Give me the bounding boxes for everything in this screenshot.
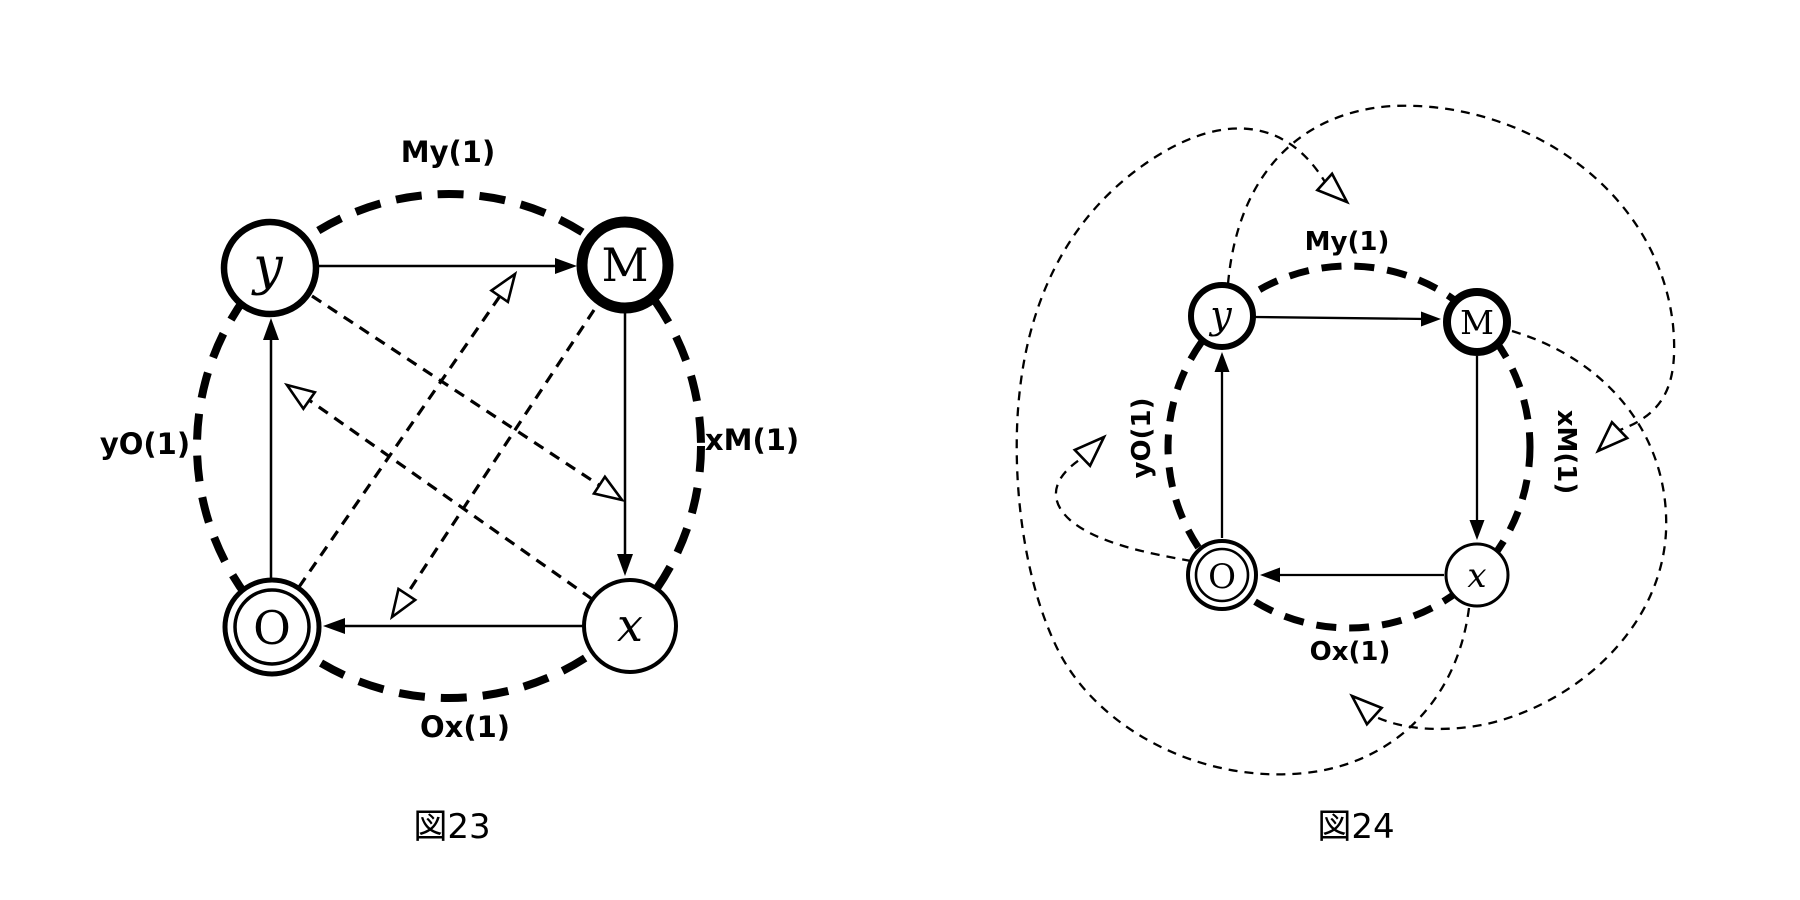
fig24-solid-arrows — [1220, 315, 1479, 577]
fig24-node-M-label: M — [1460, 303, 1494, 342]
fig24-filled-arrowheads — [1214, 311, 1485, 583]
fig24-nodes: y M O x — [1186, 282, 1511, 611]
filled-arrowhead-icon — [555, 258, 577, 274]
open-arrowhead-icon — [591, 474, 626, 503]
filled-arrowhead-icon — [1421, 311, 1441, 327]
fig23-nodes: y M O x — [220, 216, 678, 677]
fig23-label-xM1: xM(1) — [705, 423, 799, 457]
fig24-loop-M-to-O — [1373, 329, 1668, 731]
fig24-node-x-label: x — [1467, 556, 1486, 596]
fig23-dashed-arrow-y-to-x — [311, 294, 600, 487]
fig24: y M O x My(1) Ox(1) yO(1) xM(1) 図24 — [1015, 104, 1676, 847]
fig24-label-Ox1: Ox(1) — [1310, 637, 1391, 667]
open-arrowhead-icon — [489, 270, 518, 305]
open-arrowhead-icon — [283, 382, 317, 411]
fig24-loop-O-to-y — [1054, 457, 1192, 563]
fig23-node-y — [220, 218, 320, 318]
filled-arrowhead-icon — [617, 554, 633, 576]
fig24-node-O-inner — [1194, 547, 1250, 603]
fig23-node-M-label: M — [601, 238, 648, 292]
fig23-node-M — [576, 216, 674, 314]
fig24-label-yO1: yO(1) — [1127, 398, 1157, 479]
fig23-label-My1: My(1) — [401, 135, 495, 169]
filled-arrowhead-icon — [1214, 352, 1230, 372]
open-arrowhead-icon — [1315, 171, 1350, 205]
fig23-dashed-arrow-x-to-y — [308, 398, 593, 601]
fig24-caption: 図24 — [1317, 807, 1394, 847]
open-arrowhead-icon — [1595, 420, 1630, 454]
fig24-solid-arrow-y-to-M — [1254, 315, 1427, 321]
fig24-loop-x-to-M — [1015, 127, 1471, 776]
fig24-node-x — [1444, 542, 1510, 608]
filled-arrowhead-icon — [263, 318, 279, 340]
fig23-solid-arrows — [269, 264, 627, 628]
fig24-node-y-label: y — [1208, 293, 1232, 337]
fig24-node-O-label: O — [1208, 557, 1236, 597]
fig23-dashed-arrow-O-to-M — [297, 295, 502, 588]
fig23-node-x — [582, 578, 678, 674]
fig24-loop-y-to-x — [1226, 104, 1676, 432]
fig23-dashed-arrow-M-to-O — [405, 309, 596, 595]
fig24-node-M — [1443, 288, 1511, 356]
fig23-node-x-label: x — [617, 598, 643, 652]
filled-arrowhead-icon — [1469, 520, 1485, 540]
fig24-outer-loops — [1015, 104, 1676, 776]
fig24-label-My1: My(1) — [1305, 227, 1390, 257]
fig23-cycle-circle — [193, 190, 705, 702]
fig23-dashed-arrows — [297, 294, 600, 601]
fig23-node-y-label: y — [251, 237, 283, 297]
fig24-cycle-circle — [1164, 262, 1534, 632]
fig23-open-arrowheads — [283, 270, 626, 621]
fig23-caption: 図23 — [413, 807, 490, 847]
fig24-label-xM1: xM(1) — [1551, 410, 1581, 495]
fig23-label-yO1: yO(1) — [100, 427, 190, 461]
open-arrowhead-icon — [1072, 434, 1107, 468]
fig24-open-arrowheads — [1072, 171, 1630, 727]
fig23-filled-arrowheads — [263, 258, 633, 634]
open-arrowhead-icon — [1349, 693, 1384, 727]
fig23: y M O x My(1) yO(1) xM(1) Ox(1) 図23 — [100, 135, 799, 847]
open-arrowhead-icon — [389, 586, 418, 621]
fig23-node-O-label: O — [253, 601, 291, 655]
fig23-node-O-inner — [233, 588, 311, 666]
filled-arrowhead-icon — [323, 618, 345, 634]
filled-arrowhead-icon — [1260, 567, 1280, 583]
fig23-label-Ox1: Ox(1) — [420, 710, 510, 744]
fig24-node-y — [1188, 282, 1256, 350]
